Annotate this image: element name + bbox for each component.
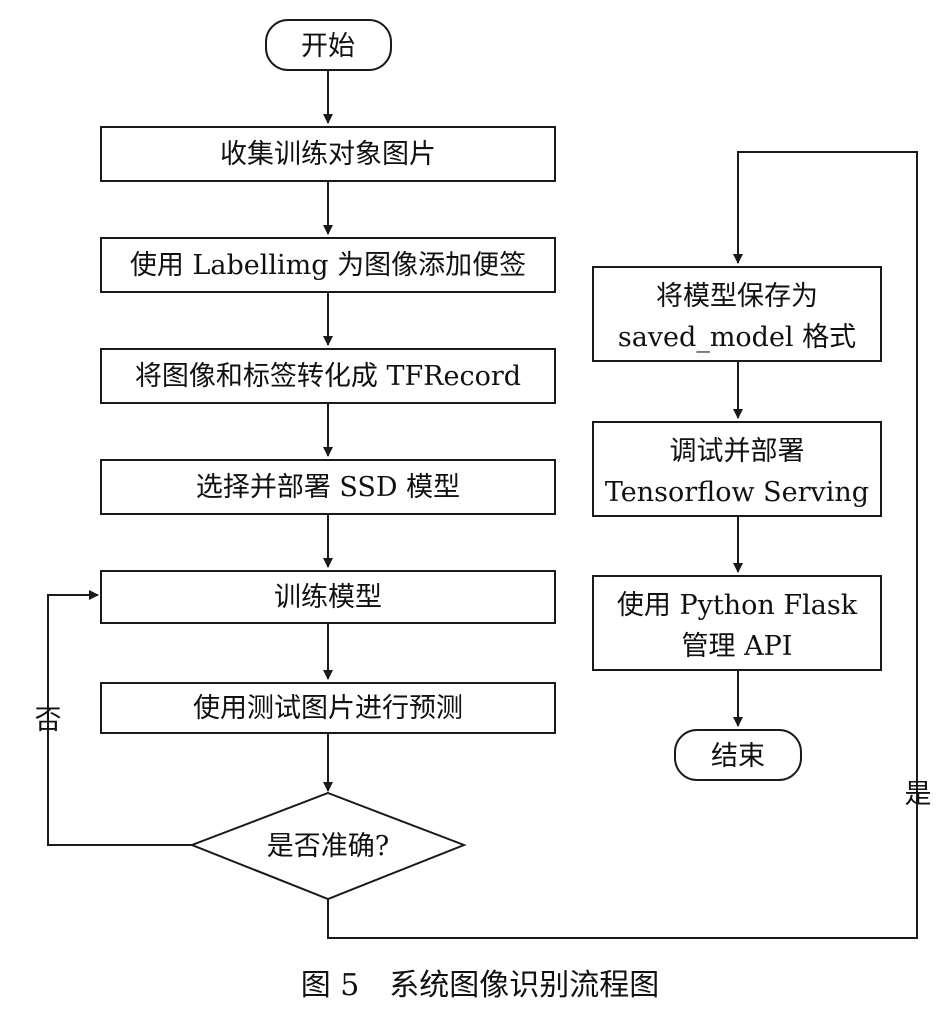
predict-label: 使用测试图片进行预测 xyxy=(193,693,463,724)
train-box xyxy=(100,570,556,624)
label-box xyxy=(100,237,556,293)
node-save-model: 将模型保存为 saved_model 格式 xyxy=(592,266,882,362)
serve-label-line2: Tensorflow Serving xyxy=(605,477,869,508)
edge-decision-yes-route xyxy=(327,151,918,939)
node-flask-api: 使用 Python Flask 管理 API xyxy=(592,575,882,671)
node-start: 开始 xyxy=(265,19,392,71)
decision-label: 是否准确? xyxy=(267,831,389,862)
node-end: 结束 xyxy=(674,729,802,781)
figure-caption: 图 5 系统图像识别流程图 xyxy=(301,968,660,1003)
start-label: 开始 xyxy=(301,31,355,62)
node-convert-tfrecord: 将图像和标签转化成 TFRecord xyxy=(100,348,556,404)
train-label: 训练模型 xyxy=(274,582,382,613)
decision-diamond xyxy=(189,791,467,901)
node-decision: 是否准确? xyxy=(189,791,467,901)
connectors xyxy=(47,70,918,939)
end-label: 结束 xyxy=(711,741,765,772)
node-collect-images: 收集训练对象图片 xyxy=(100,126,556,182)
label-label: 使用 Labellimg 为图像添加便签 xyxy=(130,250,526,281)
node-label-images: 使用 Labellimg 为图像添加便签 xyxy=(100,237,556,293)
select-label: 选择并部署 SSD 模型 xyxy=(196,472,460,503)
predict-box xyxy=(100,682,556,734)
node-deploy-serving: 调试并部署 Tensorflow Serving xyxy=(592,421,882,517)
edge-decision-no-loop xyxy=(47,590,192,846)
flask-box xyxy=(592,575,882,671)
save-label-line1: 将模型保存为 xyxy=(656,281,818,312)
convert-box xyxy=(100,348,556,404)
save-label-line2: saved_model 格式 xyxy=(618,322,856,353)
node-select-model: 选择并部署 SSD 模型 xyxy=(100,459,556,515)
flask-label-line2: 管理 API xyxy=(682,631,793,662)
select-box xyxy=(100,459,556,515)
end-terminal-shape xyxy=(674,729,802,781)
edge-label-yes: 是 xyxy=(905,779,932,810)
collect-box xyxy=(100,126,556,182)
node-train-model: 训练模型 xyxy=(100,570,556,624)
save-box xyxy=(592,266,882,362)
edge-label-no: 否 xyxy=(35,705,62,736)
start-terminal-shape xyxy=(265,19,392,71)
node-predict: 使用测试图片进行预测 xyxy=(100,682,556,734)
convert-label: 将图像和标签转化成 TFRecord xyxy=(135,361,521,392)
collect-label: 收集训练对象图片 xyxy=(220,139,436,170)
serve-label-line1: 调试并部署 xyxy=(670,436,805,467)
flask-label-line1: 使用 Python Flask xyxy=(617,590,858,621)
serve-box xyxy=(592,421,882,517)
